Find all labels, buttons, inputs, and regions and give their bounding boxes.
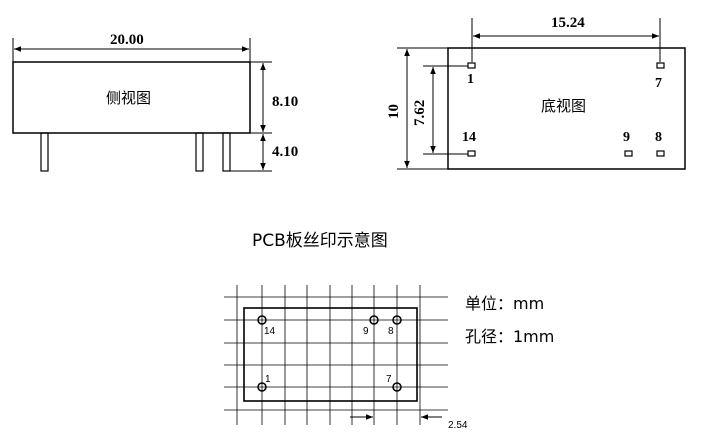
bottom-pin-14-label: 14	[462, 130, 476, 145]
side-view-body	[12, 61, 251, 134]
side-height-label: 8.10	[272, 94, 299, 110]
bottom-view-body	[447, 47, 686, 170]
pcb-hole-9	[369, 315, 379, 325]
pcb-hole-7	[392, 382, 402, 392]
side-width-label: 20.00	[110, 32, 144, 48]
side-view	[12, 38, 272, 172]
pcb-pin-1-label: 1	[265, 374, 271, 385]
bottom-pad-9	[624, 150, 633, 157]
side-pin-left	[40, 132, 49, 172]
pcb-outline	[243, 307, 418, 402]
bottom-pin-row-label: 7.62	[412, 99, 428, 126]
bottom-pin-7-label: 7	[655, 76, 662, 91]
bottom-view-title: 底视图	[541, 97, 587, 115]
pcb-pitch-label: 2.54	[448, 420, 468, 431]
pcb-grid	[224, 285, 448, 425]
pcb-hole-label: 孔径：1mm	[465, 327, 555, 346]
pcb-pin-9-label: 9	[363, 326, 369, 337]
pcb-hole-14	[257, 315, 267, 325]
bottom-width-label: 15.24	[551, 15, 585, 31]
pcb-unit-label: 单位：mm	[465, 294, 545, 313]
bottom-pad-14	[467, 150, 476, 157]
pcb-pin-8-label: 8	[388, 326, 394, 337]
pcb-hole-1	[257, 382, 267, 392]
pcb-silkscreen	[224, 285, 448, 425]
bottom-pin-8-label: 8	[655, 130, 662, 145]
pcb-pin-14-label: 14	[264, 326, 276, 337]
bottom-view	[397, 18, 686, 170]
bottom-pin-9-label: 9	[623, 130, 630, 145]
pcb-pin-7-label: 7	[386, 374, 392, 385]
side-pin-mid	[195, 132, 204, 172]
pcb-hole-8	[392, 315, 402, 325]
side-pin-length-label: 4.10	[272, 144, 299, 160]
bottom-pin-1-label: 1	[467, 72, 474, 87]
side-pin-right	[222, 132, 231, 172]
bottom-pad-7	[656, 62, 665, 69]
pcb-title: PCB板丝印示意图	[252, 231, 388, 251]
bottom-pad-1	[467, 62, 476, 69]
bottom-pad-8	[656, 150, 665, 157]
bottom-height-label: 10	[386, 104, 402, 119]
side-view-title: 侧视图	[106, 89, 152, 107]
